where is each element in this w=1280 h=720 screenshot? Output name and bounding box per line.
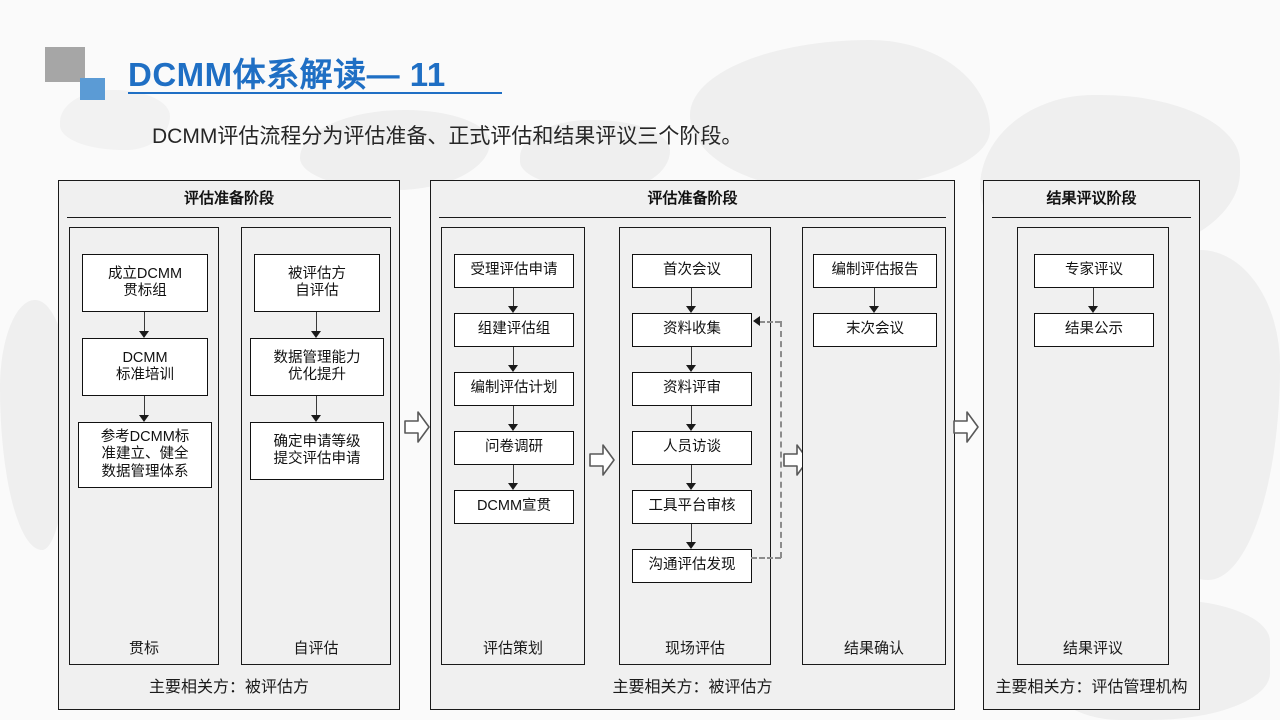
node-box: 结果公示 [1034,313,1154,347]
node-box: 被评估方 自评估 [254,254,380,312]
gray-square-icon [45,47,85,82]
panel-header: 结果评议阶段 [992,181,1191,218]
node-box: 成立DCMM 贯标组 [82,254,208,312]
connector-arrow-down [508,347,519,372]
node-box: 工具平台审核 [632,490,752,524]
node-box: 参考DCMM标 准建立、健全 数据管理体系 [78,422,212,488]
panel-preparation-1: 评估准备阶段 成立DCMM 贯标组 DCMM 标准培训 参考DCMM标 准建立、… [58,180,400,710]
node-box: 编制评估报告 [813,254,937,288]
lane-onsite-assessment: 首次会议 资料收集 资料评审 人员访谈 工具平台审核 沟通评估发现 现场评估 [619,227,771,665]
connector-arrow-down [508,465,519,490]
connector-arrow-down [311,396,322,422]
node-box: 资料评审 [632,372,752,406]
connector-arrow-down [686,524,697,549]
feedback-arrowhead-icon [753,316,760,326]
connector-arrow-down [139,312,150,338]
panel-result-review: 结果评议阶段 专家评议 结果公示 结果评议 主要相关方：评估管理机构 [983,180,1200,710]
connector-arrow-down [139,396,150,422]
panel-footer: 主要相关方：被评估方 [148,679,309,696]
panel-footer: 主要相关方：评估管理机构 [995,679,1188,696]
blue-square-icon [80,78,105,100]
node-box: 末次会议 [813,313,937,347]
lane-label: 结果确认 [843,640,904,657]
process-diagram: 评估准备阶段 成立DCMM 贯标组 DCMM 标准培训 参考DCMM标 准建立、… [0,170,1280,720]
node-box: 受理评估申请 [454,254,574,288]
panel-footer: 主要相关方：被评估方 [612,679,773,696]
connector-arrow-down [686,288,697,313]
connector-arrow-down [686,465,697,490]
lane-result-review: 专家评议 结果公示 结果评议 [1017,227,1169,665]
node-box: 首次会议 [632,254,752,288]
node-box: DCMM 标准培训 [82,338,208,396]
lane-self-assessment: 被评估方 自评估 数据管理能力 优化提升 确定申请等级 提交评估申请 自评估 [241,227,391,665]
block-arrow-right-icon [953,410,979,444]
connector-arrow-down [508,406,519,431]
node-box: 确定申请等级 提交评估申请 [250,422,384,480]
lane-label: 评估策划 [482,640,543,657]
panel-preparation-2: 评估准备阶段 受理评估申请 组建评估组 编制评估计划 问卷调研 DCMM宣贯 评… [430,180,955,710]
node-box: 专家评议 [1034,254,1154,288]
node-box: 资料收集 [632,313,752,347]
lane-label: 自评估 [293,640,339,657]
connector-arrow-down [686,347,697,372]
lane-label: 结果评议 [1062,640,1123,657]
connector-arrow-down [1088,288,1099,313]
lane-result-confirmation: 编制评估报告 末次会议 结果确认 [802,227,946,665]
panel-header: 评估准备阶段 [439,181,946,218]
block-arrow-right-icon [589,443,615,477]
node-box: DCMM宣贯 [454,490,574,524]
node-box: 数据管理能力 优化提升 [250,338,384,396]
title-underline [128,92,502,94]
block-arrow-right-icon [404,410,430,444]
node-box: 编制评估计划 [454,372,574,406]
node-box: 沟通评估发现 [632,549,752,583]
lane-guanbiao: 成立DCMM 贯标组 DCMM 标准培训 参考DCMM标 准建立、健全 数据管理… [69,227,219,665]
connector-arrow-down [869,288,880,313]
title-decoration [45,47,135,107]
page-title: DCMM体系解读— 11 [128,56,446,93]
connector-arrow-down [508,288,519,313]
subtitle: DCMM评估流程分为评估准备、正式评估和结果评议三个阶段。 [152,125,743,148]
panel-header: 评估准备阶段 [67,181,391,218]
lane-assessment-planning: 受理评估申请 组建评估组 编制评估计划 问卷调研 DCMM宣贯 评估策划 [441,227,585,665]
lane-label: 现场评估 [664,640,725,657]
connector-arrow-down [686,406,697,431]
connector-arrow-down [311,312,322,338]
node-box: 人员访谈 [632,431,752,465]
node-box: 组建评估组 [454,313,574,347]
lane-label: 贯标 [128,640,159,657]
node-box: 问卷调研 [454,431,574,465]
